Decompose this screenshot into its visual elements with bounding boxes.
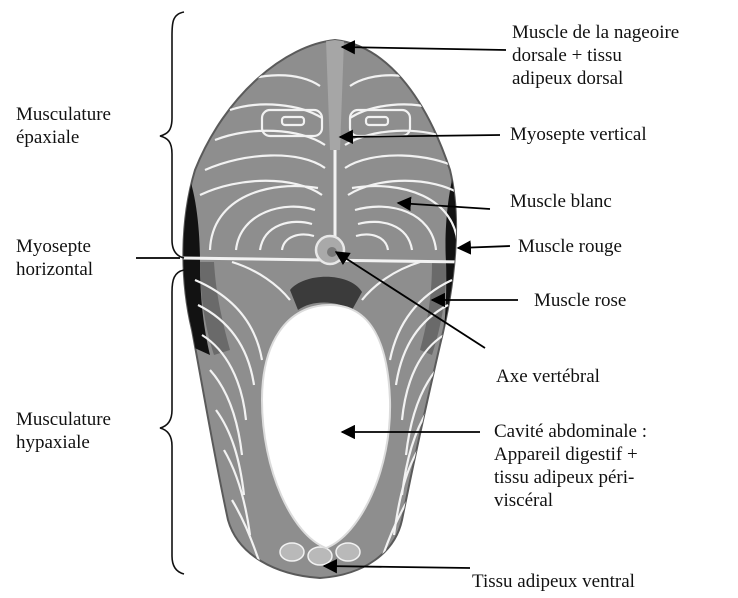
label-tissu-adipeux-ventral: Tissu adipeux ventral xyxy=(472,570,635,593)
label-muscle-nageoire-dorsale: Muscle de la nageoire dorsale + tissu ad… xyxy=(512,21,679,90)
label-musculature-hypaxiale: Musculature hypaxiale xyxy=(16,408,111,454)
label-muscle-rouge: Muscle rouge xyxy=(518,235,622,258)
label-myosepte-horizontal: Myosepte horizontal xyxy=(16,235,93,281)
label-muscle-blanc: Muscle blanc xyxy=(510,190,612,213)
label-myosepte-vertical: Myosepte vertical xyxy=(510,123,647,146)
label-axe-vertebral: Axe vertébral xyxy=(496,365,600,388)
arrow-muscle-rouge xyxy=(458,246,510,248)
epaxial-brace xyxy=(160,12,184,258)
hypaxial-brace xyxy=(160,270,184,574)
label-muscle-rose: Muscle rose xyxy=(534,289,626,312)
label-cavite-abdominale: Cavité abdominale : Appareil digestif + … xyxy=(494,420,647,512)
label-musculature-epaxiale: Musculature épaxiale xyxy=(16,103,111,149)
